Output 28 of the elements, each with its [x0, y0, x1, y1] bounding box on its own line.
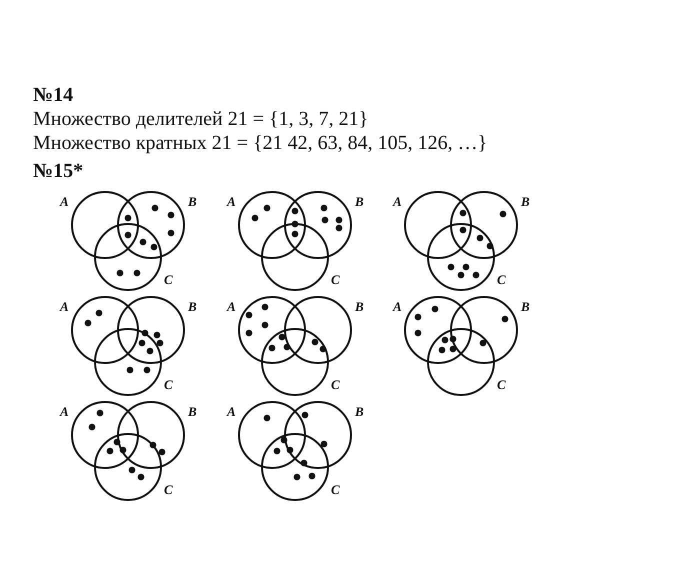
set-letter: B — [188, 405, 197, 418]
set-letter: A — [227, 405, 236, 418]
set-letter: C — [497, 378, 506, 391]
set-statement: Множество делителей 21 = {1, 3, 7, 21} — [33, 108, 368, 131]
set-letter: C — [164, 273, 173, 286]
set-letter: B — [188, 300, 197, 313]
set-letter: A — [393, 300, 402, 313]
set-letter: C — [331, 483, 340, 496]
set-letter: A — [60, 195, 69, 208]
set-letter: B — [355, 405, 364, 418]
set-letter: A — [60, 300, 69, 313]
set-letter: C — [497, 273, 506, 286]
set-letter: B — [521, 300, 530, 313]
set-letter: B — [355, 300, 364, 313]
set-letter: B — [188, 195, 197, 208]
set-letter: A — [393, 195, 402, 208]
set-statement: Множество кратных 21 = {21 42, 63, 84, 105, 126, …} — [33, 132, 488, 155]
problem-number: №14 — [33, 84, 74, 107]
set-letter: C — [331, 378, 340, 391]
set-letter: B — [521, 195, 530, 208]
set-letter: A — [60, 405, 69, 418]
set-letter: A — [227, 195, 236, 208]
set-letter: B — [355, 195, 364, 208]
set-letter: C — [331, 273, 340, 286]
problem-number: №15* — [33, 160, 84, 183]
set-letter: C — [164, 483, 173, 496]
set-letter: C — [164, 378, 173, 391]
set-letter: A — [227, 300, 236, 313]
